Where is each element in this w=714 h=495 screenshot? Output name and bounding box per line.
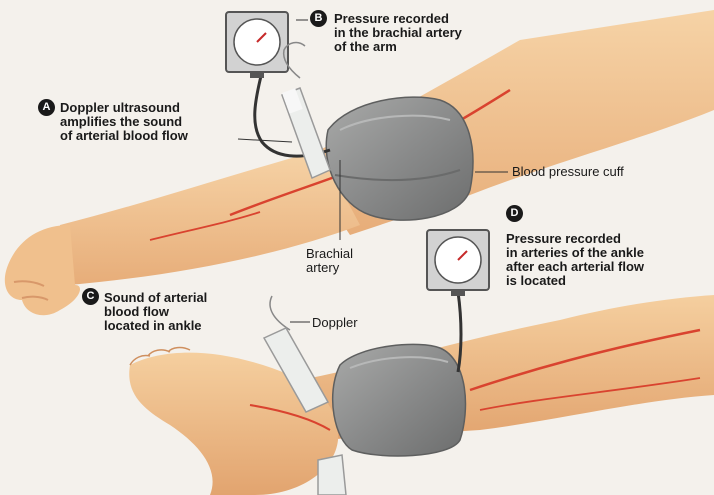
annotation-a-line: of arterial blood flow [60, 129, 188, 143]
marker-b: B [310, 10, 327, 27]
leg-cuff [333, 344, 466, 456]
annotation-b-line: of the arm [334, 40, 462, 54]
doppler-probe-icon [318, 455, 346, 495]
marker-a: A [38, 99, 55, 116]
doppler-probe-icon [282, 43, 330, 178]
callout-doppler: Doppler [312, 316, 358, 330]
callout-blood-pressure-cuff: Blood pressure cuff [512, 165, 624, 179]
annotation-d-line: after each arterial flow [506, 260, 644, 274]
annotation-a: Doppler ultrasound amplifies the sound o… [60, 101, 188, 143]
annotation-a-line: Doppler ultrasound [60, 101, 188, 115]
annotation-a-line: amplifies the sound [60, 115, 188, 129]
annotation-b-line: Pressure recorded [334, 12, 462, 26]
annotation-b: Pressure recorded in the brachial artery… [334, 12, 462, 54]
annotation-b-line: in the brachial artery [334, 26, 462, 40]
hand [5, 225, 80, 315]
annotation-c-line: blood flow [104, 305, 207, 319]
callout-brachial-line: artery [306, 261, 353, 275]
annotation-c-line: located in ankle [104, 319, 207, 333]
callout-brachial-line: Brachial [306, 247, 353, 261]
leader-a [238, 139, 292, 142]
annotation-d-line: is located [506, 274, 644, 288]
annotation-d-line: Pressure recorded [506, 232, 644, 246]
annotation-c: Sound of arterial blood flow located in … [104, 291, 207, 333]
callout-brachial-artery: Brachial artery [306, 247, 353, 275]
marker-d: D [506, 205, 523, 222]
marker-c: C [82, 288, 99, 305]
annotation-c-line: Sound of arterial [104, 291, 207, 305]
annotation-d-line: in arteries of the ankle [506, 246, 644, 260]
annotation-d: Pressure recorded in arteries of the ank… [506, 232, 644, 288]
arm-cuff [326, 97, 473, 220]
